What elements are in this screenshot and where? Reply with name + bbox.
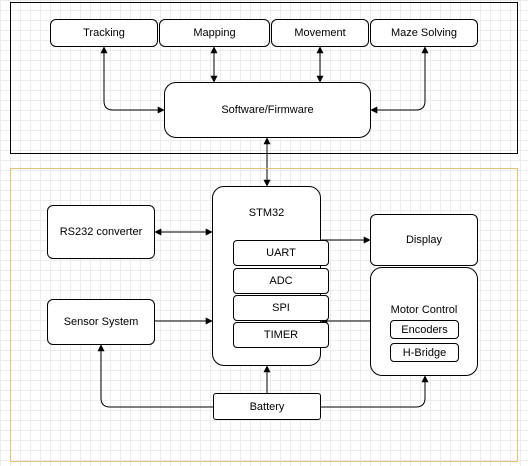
node-tracking: Tracking xyxy=(50,19,158,47)
node-maze-solving-label: Maze Solving xyxy=(390,27,458,39)
peripheral-timer-label: TIMER xyxy=(263,329,299,341)
peripheral-uart: UART xyxy=(233,240,329,266)
edge-battery-motor xyxy=(321,375,429,408)
node-maze-solving: Maze Solving xyxy=(370,19,478,47)
node-motor-control-label: Motor Control xyxy=(390,304,458,316)
node-display-label: Display xyxy=(405,234,443,246)
peripheral-adc: ADC xyxy=(233,268,329,294)
node-sensor-system-label: Sensor System xyxy=(63,316,139,328)
motor-h-bridge-label: H-Bridge xyxy=(402,346,447,359)
peripheral-uart-label: UART xyxy=(266,247,296,259)
node-battery: Battery xyxy=(213,393,321,420)
node-movement: Movement xyxy=(271,19,369,47)
node-mapping: Mapping xyxy=(159,19,270,47)
peripheral-timer: TIMER xyxy=(233,322,329,348)
node-motor-control: Motor Control xyxy=(370,267,478,376)
hardware-layer-frame xyxy=(10,168,518,462)
motor-encoders-label: Encoders xyxy=(401,323,448,336)
node-movement-label: Movement xyxy=(294,27,346,39)
software-layer-frame xyxy=(10,2,518,154)
node-software-firmware: Software/Firmware xyxy=(164,82,371,138)
edge-mazesolving-firmware xyxy=(370,46,429,114)
peripheral-spi-label: SPI xyxy=(272,302,290,314)
node-tracking-label: Tracking xyxy=(83,27,125,39)
motor-encoders: Encoders xyxy=(390,320,459,339)
node-sensor-system: Sensor System xyxy=(47,299,155,345)
node-mapping-label: Mapping xyxy=(193,27,236,39)
node-stm32-label: STM32 xyxy=(248,207,285,219)
peripheral-adc-label: ADC xyxy=(269,275,293,287)
edge-battery-sensor xyxy=(97,344,213,408)
peripheral-spi: SPI xyxy=(233,295,329,321)
edge-tracking-firmware xyxy=(100,46,165,114)
node-rs232-converter-label: RS232 converter xyxy=(59,226,143,238)
node-display: Display xyxy=(370,214,478,266)
node-software-firmware-label: Software/Firmware xyxy=(221,104,314,116)
node-battery-label: Battery xyxy=(249,400,285,413)
motor-h-bridge: H-Bridge xyxy=(390,343,459,362)
node-rs232-converter: RS232 converter xyxy=(47,205,155,259)
